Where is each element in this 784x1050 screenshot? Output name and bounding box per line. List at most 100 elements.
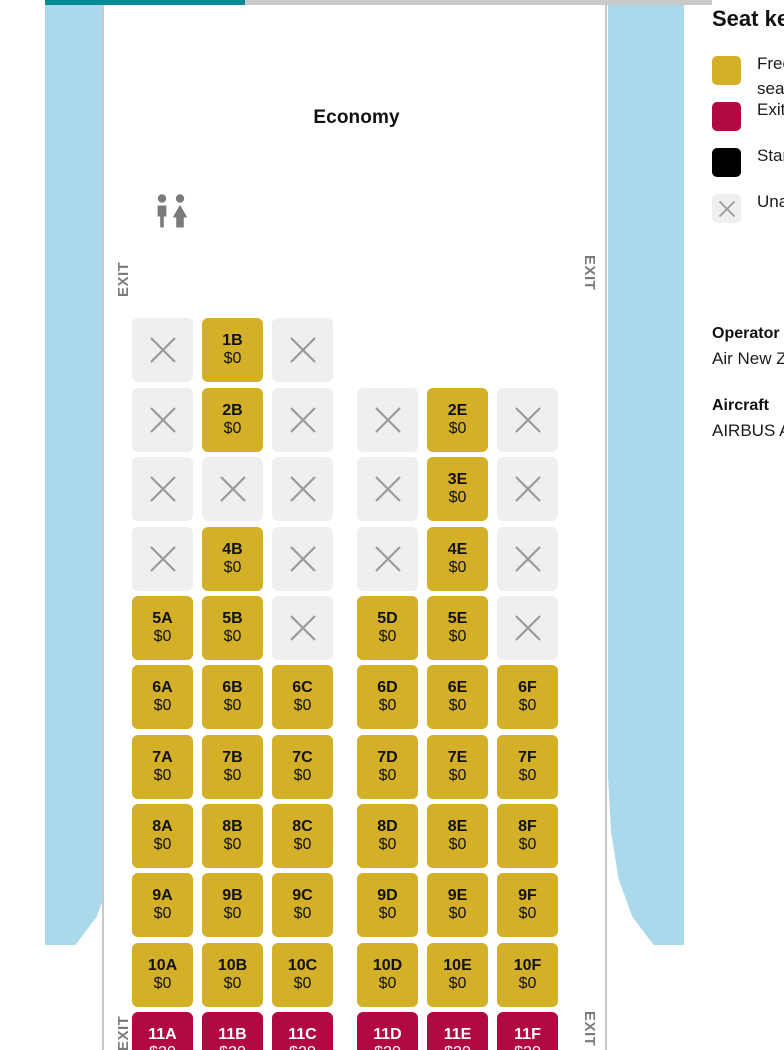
- seat-8E[interactable]: 8E$0: [427, 804, 488, 868]
- seat-row-1: 1B$0: [104, 318, 609, 382]
- seat-id: 3E: [447, 471, 468, 489]
- seat-2B[interactable]: 2B$0: [202, 388, 263, 452]
- seat-price: $0: [223, 767, 242, 784]
- seat-id: 5E: [447, 610, 468, 628]
- seat-block-right: 4E$0: [357, 527, 558, 591]
- seat-key-panel: Seat key FreeseatExit row seatStandard s…: [712, 0, 784, 1050]
- seat-9C[interactable]: 9C$0: [272, 873, 333, 937]
- seat-2D: [357, 388, 418, 452]
- seat-price: $0: [293, 697, 312, 714]
- seat-price: $0: [293, 975, 312, 992]
- seat-8C[interactable]: 8C$0: [272, 804, 333, 868]
- legend-label: Freeseat: [757, 54, 784, 98]
- seat-11C[interactable]: 11C$20: [272, 1012, 333, 1050]
- legend-swatch-standard-icon: [712, 148, 741, 177]
- unavailable-x-icon: [148, 405, 178, 435]
- seat-7D[interactable]: 7D$0: [357, 735, 418, 799]
- seat-4D: [357, 527, 418, 591]
- seat-10E[interactable]: 10E$0: [427, 943, 488, 1007]
- seat-5B[interactable]: 5B$0: [202, 596, 263, 660]
- seat-11B[interactable]: 11B$20: [202, 1012, 263, 1050]
- seat-9A[interactable]: 9A$0: [132, 873, 193, 937]
- seat-4B[interactable]: 4B$0: [202, 527, 263, 591]
- seat-price: $0: [223, 697, 242, 714]
- seat-6F[interactable]: 6F$0: [497, 665, 558, 729]
- seat-6C[interactable]: 6C$0: [272, 665, 333, 729]
- seat-price: $0: [153, 767, 172, 784]
- seat-id: 11A: [148, 1026, 177, 1044]
- seat-3E[interactable]: 3E$0: [427, 457, 488, 521]
- seat-5F: [497, 596, 558, 660]
- seat-11D[interactable]: 11D$20: [357, 1012, 418, 1050]
- seat-price: $0: [378, 836, 397, 853]
- seat-5A[interactable]: 5A$0: [132, 596, 193, 660]
- seat-id: 7B: [222, 749, 243, 767]
- seat-6D[interactable]: 6D$0: [357, 665, 418, 729]
- seat-7C[interactable]: 7C$0: [272, 735, 333, 799]
- seat-11A[interactable]: 11A$20: [132, 1012, 193, 1050]
- seat-id: 7E: [447, 749, 468, 767]
- seat-5E[interactable]: 5E$0: [427, 596, 488, 660]
- seat-10C[interactable]: 10C$0: [272, 943, 333, 1007]
- seat-id: 8B: [222, 818, 243, 836]
- seat-8A[interactable]: 8A$0: [132, 804, 193, 868]
- seat-3F: [497, 457, 558, 521]
- legend-swatch-exit-row-icon: [712, 102, 741, 131]
- seat-7A[interactable]: 7A$0: [132, 735, 193, 799]
- seat-1B[interactable]: 1B$0: [202, 318, 263, 382]
- seat-5D[interactable]: 5D$0: [357, 596, 418, 660]
- seat-11F[interactable]: 11F$20: [497, 1012, 558, 1050]
- seat-id: 9E: [447, 887, 468, 905]
- seat-10A[interactable]: 10A$0: [132, 943, 193, 1007]
- seat-7E[interactable]: 7E$0: [427, 735, 488, 799]
- seat-2E[interactable]: 2E$0: [427, 388, 488, 452]
- seat-10B[interactable]: 10B$0: [202, 943, 263, 1007]
- seat-id: 1B: [222, 332, 243, 350]
- seat-price: $0: [518, 767, 537, 784]
- seat-block-right: 2E$0: [357, 388, 558, 452]
- seat-block-right: 3E$0: [357, 457, 558, 521]
- unavailable-x-icon: [373, 405, 403, 435]
- seat-8B[interactable]: 8B$0: [202, 804, 263, 868]
- seat-id: 4B: [222, 541, 243, 559]
- seat-7B[interactable]: 7B$0: [202, 735, 263, 799]
- seat-price: $20: [289, 1044, 316, 1050]
- seat-4E[interactable]: 4E$0: [427, 527, 488, 591]
- seat-price: $20: [149, 1044, 176, 1050]
- progress-bar-fill: [45, 0, 245, 5]
- seat-10F[interactable]: 10F$0: [497, 943, 558, 1007]
- seat-id: 7D: [377, 749, 398, 767]
- seat-id: 11E: [443, 1026, 472, 1044]
- seat-11E[interactable]: 11E$20: [427, 1012, 488, 1050]
- unavailable-x-icon: [513, 474, 543, 504]
- seat-9D[interactable]: 9D$0: [357, 873, 418, 937]
- seat-id: 9B: [222, 887, 243, 905]
- seat-8D[interactable]: 8D$0: [357, 804, 418, 868]
- seat-3B: [202, 457, 263, 521]
- seat-9B[interactable]: 9B$0: [202, 873, 263, 937]
- seat-10D[interactable]: 10D$0: [357, 943, 418, 1007]
- seat-price: $0: [378, 628, 397, 645]
- seat-price: $0: [223, 975, 242, 992]
- seat-row-3: 3E$0: [104, 457, 609, 521]
- seat-6E[interactable]: 6E$0: [427, 665, 488, 729]
- seat-8F[interactable]: 8F$0: [497, 804, 558, 868]
- seat-1A: [132, 318, 193, 382]
- seat-price: $0: [378, 905, 397, 922]
- seat-price: $0: [223, 836, 242, 853]
- seat-block-left: [132, 457, 333, 521]
- seat-price: $0: [293, 905, 312, 922]
- unavailable-x-icon: [288, 335, 318, 365]
- seat-6B[interactable]: 6B$0: [202, 665, 263, 729]
- legend-swatch-free-icon: [712, 56, 741, 85]
- seat-price: $0: [378, 697, 397, 714]
- seat-9F[interactable]: 9F$0: [497, 873, 558, 937]
- seat-6A[interactable]: 6A$0: [132, 665, 193, 729]
- seat-9E[interactable]: 9E$0: [427, 873, 488, 937]
- seat-7F[interactable]: 7F$0: [497, 735, 558, 799]
